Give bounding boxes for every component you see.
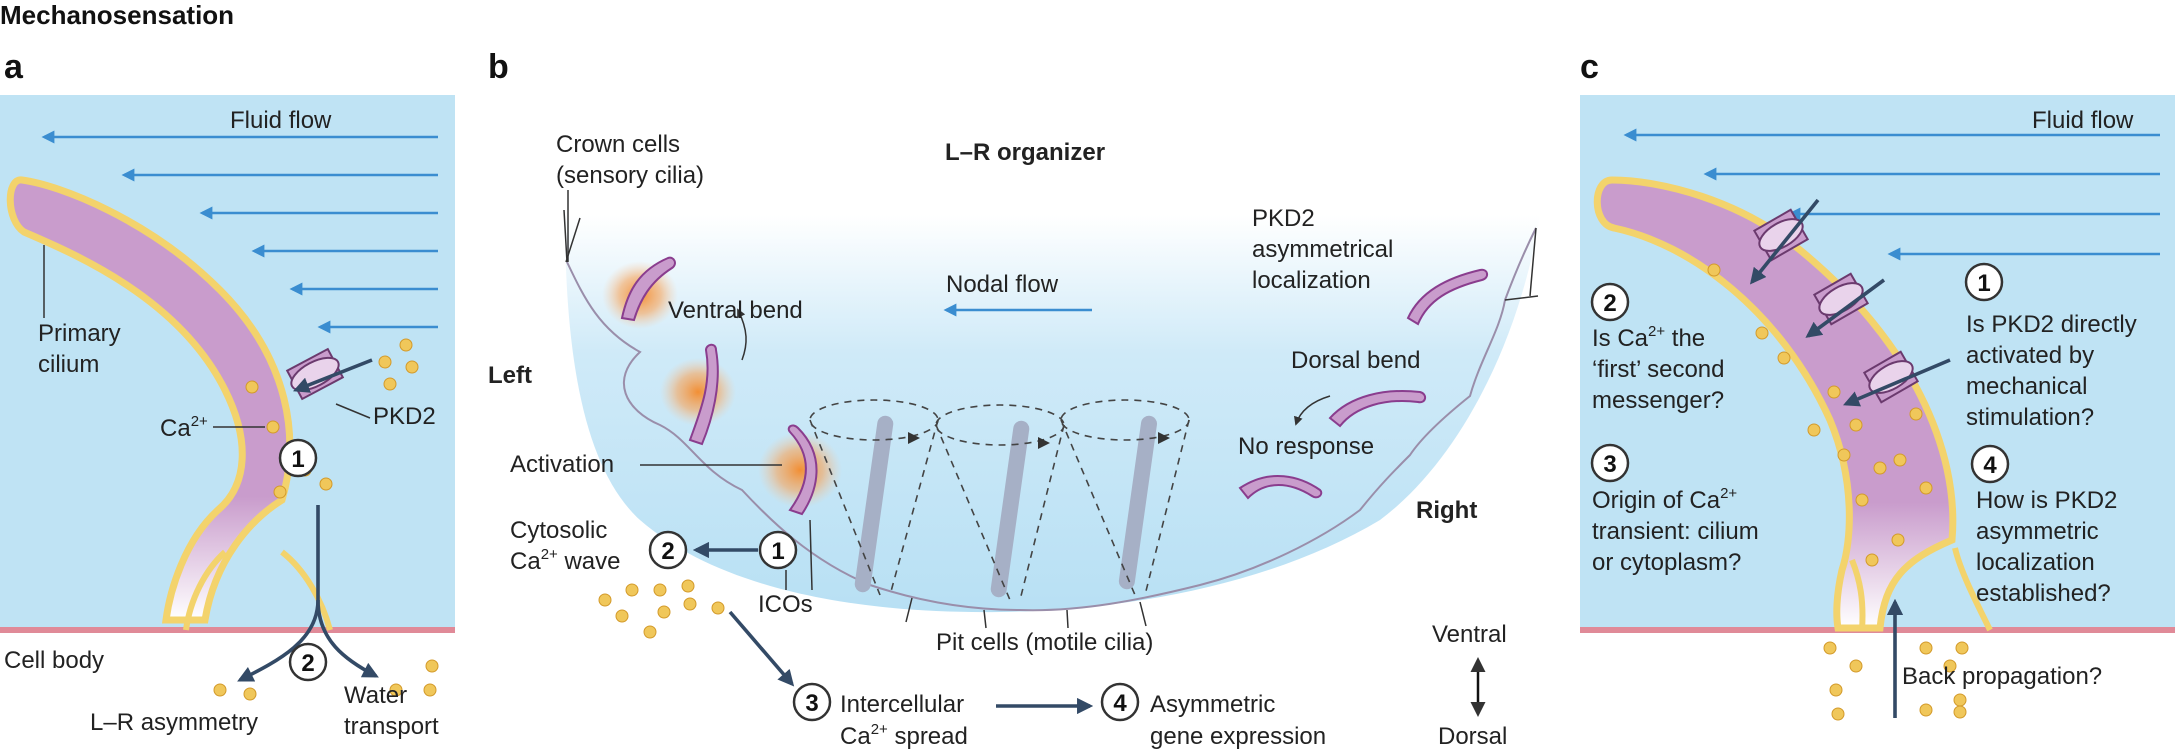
pit-surface-outline bbox=[566, 227, 1537, 612]
right-label: Right bbox=[1416, 497, 1477, 524]
panel-letter-b: b bbox=[488, 48, 509, 86]
svg-text:2: 2 bbox=[1603, 290, 1616, 317]
question-3-line-2: transient: cilium bbox=[1592, 518, 1759, 545]
back-propagation-label: Back propagation? bbox=[1902, 663, 2102, 690]
cytosolic-label-1: Cytosolic bbox=[510, 517, 607, 544]
step-4-marker-b bbox=[1100, 682, 1140, 722]
figure-title: Mechanosensation bbox=[0, 0, 234, 30]
crown-cells-label-1: Crown cells bbox=[556, 131, 680, 158]
question-2-line-2: ‘first’ second bbox=[1592, 356, 1725, 383]
step-2-marker-a bbox=[288, 642, 328, 682]
svg-text:2: 2 bbox=[661, 538, 674, 565]
svg-text:4: 4 bbox=[1113, 690, 1127, 717]
ventral-bend-arrow bbox=[737, 308, 747, 361]
cell-body-label: Cell body bbox=[4, 647, 104, 674]
question-3-line-1: Origin of Ca2+ bbox=[1592, 485, 1737, 514]
water-transport-label-2: transport bbox=[344, 713, 439, 740]
ventral-bend-label: Ventral bend bbox=[668, 297, 803, 324]
primary-cilium-label-2: cilium bbox=[38, 351, 99, 378]
svg-text:1: 1 bbox=[291, 446, 304, 473]
svg-text:3: 3 bbox=[805, 690, 818, 717]
lr-asymmetry-label: L–R asymmetry bbox=[90, 709, 258, 736]
question-4-line-3: localization bbox=[1976, 549, 2095, 576]
panel-letter-a: a bbox=[4, 48, 24, 86]
svg-text:1: 1 bbox=[1977, 270, 1990, 297]
water-transport-arrow bbox=[316, 599, 379, 678]
question-4-line-4: established? bbox=[1976, 580, 2111, 607]
calcium-dots-b bbox=[598, 579, 725, 639]
svg-text:1: 1 bbox=[771, 538, 784, 565]
dorsal-bend-arrow bbox=[1294, 395, 1331, 426]
pit-cells-motile-cilia bbox=[809, 399, 1190, 601]
svg-text:4: 4 bbox=[1983, 452, 1997, 479]
crown-cilium-right-3 bbox=[1238, 475, 1323, 500]
question-2-line-3: messenger? bbox=[1592, 387, 1724, 414]
crown-cells-label-2: (sensory cilia) bbox=[556, 162, 704, 189]
pkd2-asym-label-1: PKD2 bbox=[1252, 205, 1315, 232]
primary-cilium-label-1: Primary bbox=[38, 320, 121, 347]
primary-cilium-c bbox=[1593, 176, 1957, 632]
cytosolic-label-2: Ca2+ wave bbox=[510, 546, 621, 575]
ca-label-a: Ca2+ bbox=[160, 413, 208, 442]
asym-gene-label-2: gene expression bbox=[1150, 723, 1326, 750]
calcium-dots-c bbox=[1707, 263, 1969, 721]
fluid-flow-arrows-c bbox=[1623, 128, 2160, 261]
svg-text:3: 3 bbox=[1603, 451, 1616, 478]
pkd2-asym-label-3: localization bbox=[1252, 267, 1371, 294]
crown-cilium-1 bbox=[620, 256, 676, 322]
crown-cilium-right-1 bbox=[1406, 268, 1488, 326]
question-2-marker bbox=[1590, 282, 1630, 322]
pkd2-asym-label-2: asymmetrical bbox=[1252, 236, 1393, 263]
dorsal-label: Dorsal bbox=[1438, 723, 1507, 750]
question-3-marker bbox=[1590, 443, 1630, 483]
intercellular-label-2: Ca2+ spread bbox=[840, 721, 968, 750]
step-2-marker-b bbox=[648, 530, 688, 570]
crown-cilium-activated bbox=[787, 424, 818, 516]
svg-text:2: 2 bbox=[301, 650, 314, 677]
fluid-flow-label-a: Fluid flow bbox=[230, 107, 332, 134]
activation-label: Activation bbox=[510, 451, 614, 478]
intercellular-label-1: Intercellular bbox=[840, 691, 964, 718]
question-4-line-1: How is PKD2 bbox=[1976, 487, 2117, 514]
question-2-line-1: Is Ca2+ the bbox=[1592, 323, 1705, 352]
question-1-line-1: Is PKD2 directly bbox=[1966, 311, 2137, 338]
left-label: Left bbox=[488, 362, 532, 389]
question-4-line-2: asymmetric bbox=[1976, 518, 2099, 545]
asym-gene-label-1: Asymmetric bbox=[1150, 691, 1275, 718]
crown-cilium-2 bbox=[688, 343, 719, 446]
question-1-line-3: mechanical bbox=[1966, 373, 2087, 400]
pkd2-label-a: PKD2 bbox=[373, 403, 436, 430]
nodal-flow-label: Nodal flow bbox=[946, 271, 1059, 298]
question-4-marker bbox=[1970, 444, 2010, 484]
question-3-line-3: or cytoplasm? bbox=[1592, 549, 1741, 576]
question-1-line-2: activated by bbox=[1966, 342, 2094, 369]
question-1-line-4: stimulation? bbox=[1966, 404, 2094, 431]
no-response-label: No response bbox=[1238, 433, 1374, 460]
panel-a: Fluid flow Primary cilium PKD2 Ca2+ bbox=[0, 95, 455, 751]
panel-letter-c: c bbox=[1580, 48, 1599, 86]
lr-organizer-label: L–R organizer bbox=[945, 139, 1105, 166]
fluid-flow-label-c: Fluid flow bbox=[2032, 107, 2134, 134]
icos-label: ICOs bbox=[758, 591, 813, 618]
dorsal-bend-label: Dorsal bend bbox=[1291, 347, 1420, 374]
step-1-marker-b bbox=[758, 530, 798, 570]
panel-b: L–R organizer Crown cells (sensory cilia… bbox=[488, 131, 1540, 750]
pit-cells-label: Pit cells (motile cilia) bbox=[936, 629, 1153, 656]
panel-c: Fluid flow bbox=[1580, 95, 2175, 751]
crown-cilium-right-2 bbox=[1328, 390, 1426, 428]
question-1-marker bbox=[1964, 262, 2004, 302]
fluid-flow-arrows bbox=[41, 130, 438, 334]
water-transport-label-1: Water bbox=[344, 682, 407, 709]
pkd2-channels-c bbox=[1752, 208, 1920, 404]
step-3-marker-b bbox=[792, 682, 832, 722]
step-1-marker-a bbox=[278, 438, 318, 478]
ventral-label: Ventral bbox=[1432, 621, 1507, 648]
